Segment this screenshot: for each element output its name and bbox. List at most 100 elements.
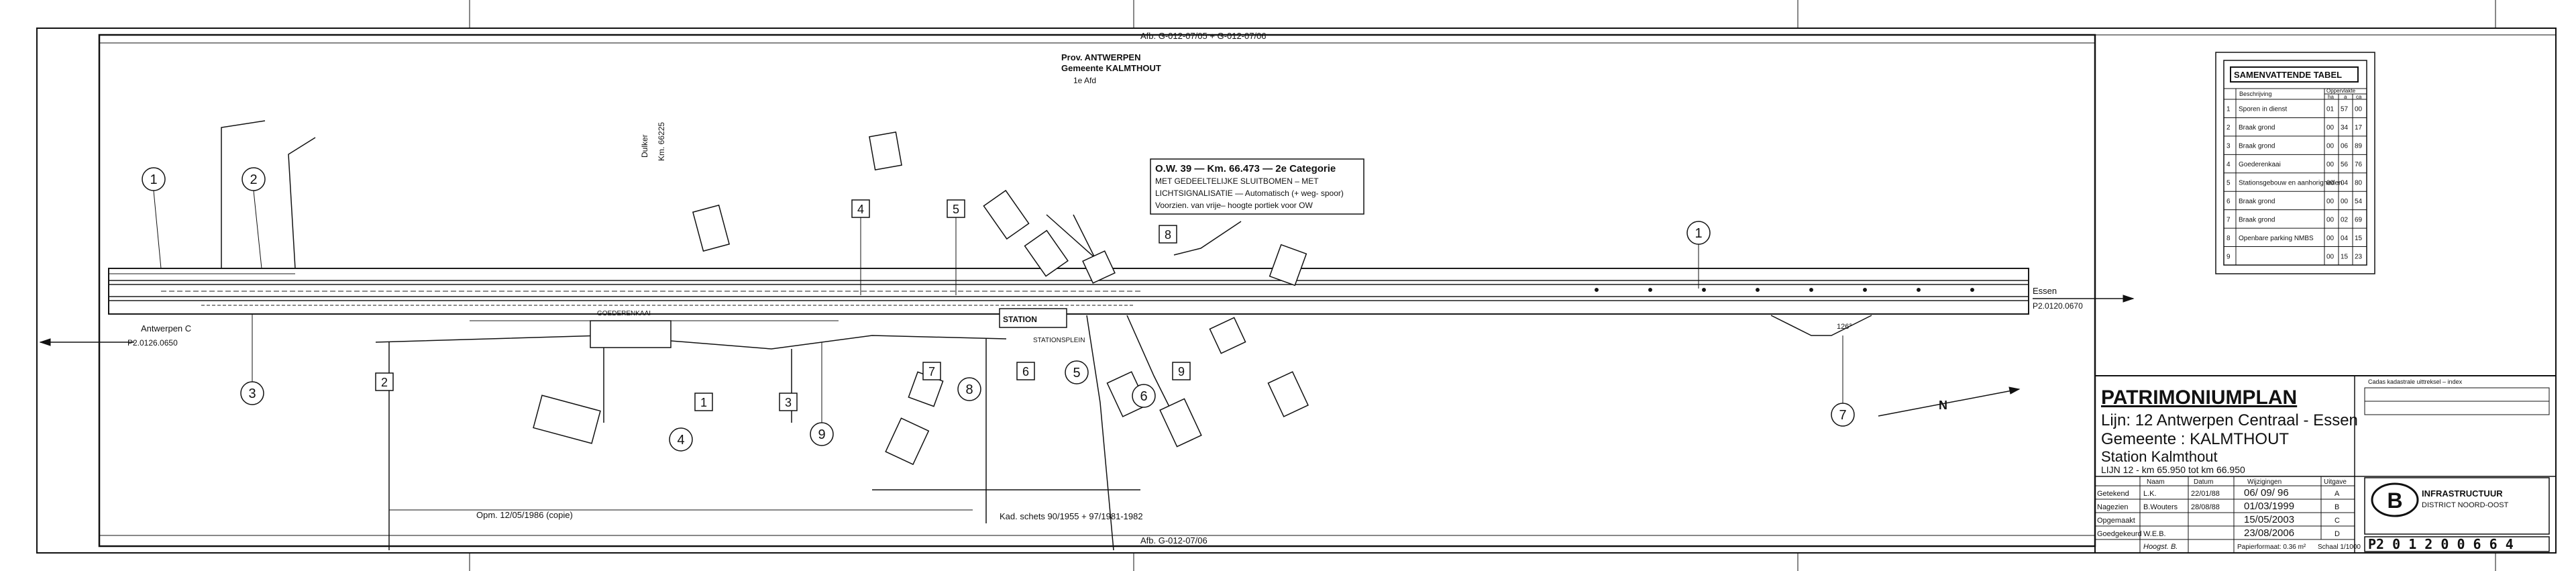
summary-row-a: 04 [2341, 180, 2349, 187]
tb-issue: D [2334, 530, 2340, 538]
summary-col-a: a [2344, 94, 2347, 100]
summary-row-desc: Goederenkaai [2239, 161, 2281, 168]
summary-row-ca: 76 [2355, 161, 2363, 168]
north-arrow-icon: N [1878, 386, 2021, 417]
circle-label-9: 9 [818, 427, 825, 442]
summary-row-ca: 89 [2355, 143, 2363, 150]
dulker-label: Dulker [640, 134, 649, 158]
circle-marker-6 [1132, 384, 1156, 408]
tb-role: Opgemaakt [2097, 517, 2135, 525]
summary-row-number: 3 [2226, 143, 2231, 150]
municipality-label: Gemeente KALMTHOUT [1061, 63, 1161, 73]
summary-row-a: 56 [2341, 161, 2349, 168]
crossing-line-4: Voorzien. van vrije– hoogte portiek voor… [1155, 201, 1313, 210]
summary-row-desc: Stationsgebouw en aanhorigheden. [2239, 180, 2344, 187]
square-label-5: 5 [953, 203, 959, 216]
circle-marker-8 [957, 377, 981, 401]
summary-col-area: Oppervlakte [2326, 88, 2356, 94]
summary-row-ha: 00 [2326, 198, 2334, 205]
circle-label-7: 7 [1839, 408, 1846, 423]
summary-row-a: 57 [2341, 106, 2349, 113]
province-label: Prov. ANTWERPEN [1061, 52, 1140, 62]
tb-role: Getekend [2097, 490, 2129, 498]
summary-row-a: 04 [2341, 235, 2349, 242]
marker-leaders [153, 190, 1843, 423]
square-marker-2 [375, 372, 394, 391]
nmbs-logo-icon: B [2371, 482, 2419, 517]
tb-name: W.E.B. [2143, 530, 2166, 538]
square-marker-1 [694, 393, 713, 411]
circle-label-3: 3 [248, 386, 256, 401]
square-marker-7 [922, 362, 941, 380]
tb-role: Nagezien [2097, 503, 2128, 511]
parcel-boundaries [108, 120, 1872, 551]
title-km: LIJN 12 - km 65.950 tot km 66.950 [2101, 464, 2245, 475]
summary-title: SAMENVATTENDE TABEL [2234, 70, 2342, 80]
sheet-size: Papierformaat: 0.36 m² [2237, 543, 2306, 551]
summary-row-ca: 80 [2355, 180, 2363, 187]
goederenkaai-label: GOEDERENKAAI [597, 310, 651, 317]
square-marker-3 [779, 393, 798, 411]
summary-row-ha: 00 [2326, 235, 2334, 242]
summary-row-number: 6 [2226, 198, 2231, 205]
summary-row-ha: 00 [2326, 180, 2334, 187]
title-line: Lijn: 12 Antwerpen Centraal - Essen [2101, 411, 2358, 429]
summary-row-a: 15 [2341, 253, 2349, 260]
tb-date: 28/08/88 [2191, 503, 2220, 511]
summary-row-desc: Braak grond [2239, 198, 2275, 205]
drawing-frame [36, 0, 2557, 571]
division-label: 1e Afd [1073, 76, 1096, 85]
kad-label: Kad. schets 90/1955 + 97/1981-1982 [1000, 511, 1143, 521]
tb-col-datum: Datum [2194, 478, 2213, 486]
square-label-4: 4 [857, 203, 864, 216]
railway-tracks [108, 268, 2029, 321]
summary-row-a: 34 [2341, 124, 2349, 132]
circle-markers [142, 167, 1855, 452]
crossing-line-3: LICHTSIGNALISATIE — Automatisch (+ weg- … [1155, 189, 1344, 198]
antwerpen-label: Antwerpen C [141, 323, 191, 333]
circle-label-1: 1 [150, 172, 157, 187]
tb-change: 06/ 09/ 96 [2244, 487, 2289, 499]
square-label-2: 2 [381, 376, 388, 389]
summary-row-ca: 00 [2355, 106, 2363, 113]
summary-row-ha: 00 [2326, 253, 2334, 260]
stationsplein-label: STATIONSPLEIN [1033, 337, 1085, 344]
square-label-3: 3 [785, 396, 792, 409]
circle-label-1b: 1 [1695, 226, 1702, 241]
square-marker-9 [1172, 362, 1191, 380]
circle-label-4: 4 [677, 433, 684, 448]
cadastre-label: Cadas kadastrale uittreksel – index [2368, 378, 2463, 385]
tb-name: B.Wouters [2143, 503, 2178, 511]
title-main: PATRIMONIUMPLAN [2101, 386, 2297, 409]
station-label: STATION [1003, 315, 1037, 324]
summary-row-number: 5 [2226, 180, 2231, 187]
crossing-note: O.W. 39 — Km. 66.473 — 2e Categorie MET … [1150, 158, 1364, 215]
summary-row-ca: 69 [2355, 216, 2363, 223]
square-label-1: 1 [700, 396, 707, 409]
tb-issue: B [2334, 503, 2339, 511]
summary-row-number: 4 [2226, 161, 2231, 168]
svg-text:B: B [2387, 488, 2402, 513]
square-marker-labels: 1 2 3 4 5 6 7 8 9 [381, 203, 1185, 409]
ref-bottom: Afb. G-012-07/06 [1140, 535, 1208, 546]
square-marker-5 [947, 199, 965, 218]
summary-row-number: 8 [2226, 235, 2231, 242]
summary-row-number: 7 [2226, 216, 2231, 223]
summary-row-ha: 00 [2326, 216, 2334, 223]
direction-arrows [39, 295, 2135, 346]
plan-number: P2 0 1 2 0 0 6 6 4 [2368, 536, 2514, 552]
tb-col-naam: Naam [2147, 478, 2165, 486]
summary-row-ha: 01 [2326, 106, 2334, 113]
summary-col-ca: ca [2356, 94, 2362, 100]
org2: DISTRICT NOORD-OOST [2422, 501, 2509, 509]
square-marker-6 [1016, 362, 1035, 380]
circle-marker-5 [1065, 360, 1089, 384]
square-label-7: 7 [928, 365, 935, 378]
ref-top: Afb. G-012-07/05 + G-012-07/06 [1140, 31, 1267, 41]
org1: INFRASTRUCTUUR [2422, 488, 2503, 499]
north-label: N [1939, 399, 1947, 412]
essen-pk-label: P2.0120.0670 [2033, 301, 2083, 311]
circle-label-2: 2 [250, 172, 257, 187]
